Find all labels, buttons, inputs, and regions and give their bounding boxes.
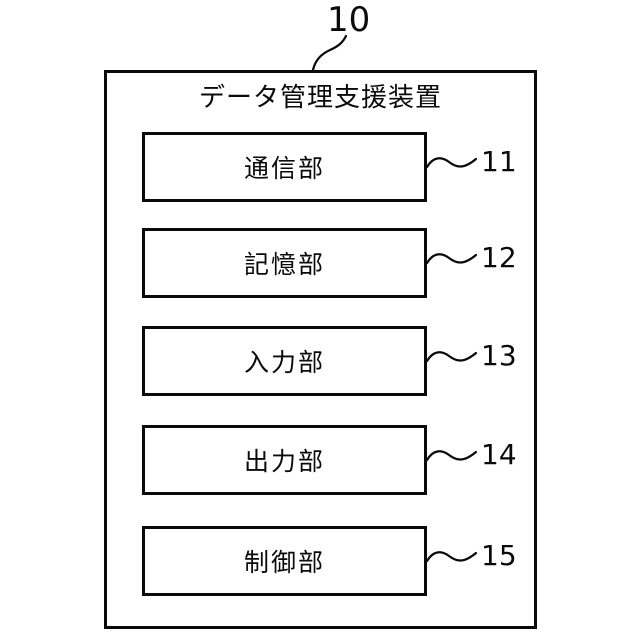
block-ref-label: 15	[481, 539, 517, 572]
block-label: 出力部	[243, 447, 325, 476]
block-ref-label: 13	[481, 339, 517, 372]
device-title: データ管理支援装置	[198, 83, 442, 113]
block-label: 入力部	[243, 348, 325, 377]
block-label: 制御部	[243, 548, 325, 577]
block-box-communication: 通信部	[142, 132, 427, 202]
block-label: 記憶部	[243, 250, 325, 279]
outer-box-leader-line	[311, 34, 348, 72]
squiggle-leader-icon	[425, 157, 478, 169]
block-box-control: 制御部	[142, 526, 427, 596]
block-box-storage: 記憶部	[142, 228, 427, 298]
block-box-input: 入力部	[142, 326, 427, 396]
squiggle-leader-icon	[425, 551, 478, 563]
squiggle-leader-icon	[425, 450, 478, 462]
block-ref-label: 11	[481, 145, 517, 178]
block-ref-label: 14	[481, 438, 517, 471]
block-box-output: 出力部	[142, 425, 427, 495]
outer-box-ref-label: 10	[327, 0, 371, 40]
block-ref-label: 12	[481, 241, 517, 274]
squiggle-leader-icon	[425, 351, 478, 363]
squiggle-leader-icon	[425, 253, 478, 265]
block-label: 通信部	[243, 154, 325, 183]
